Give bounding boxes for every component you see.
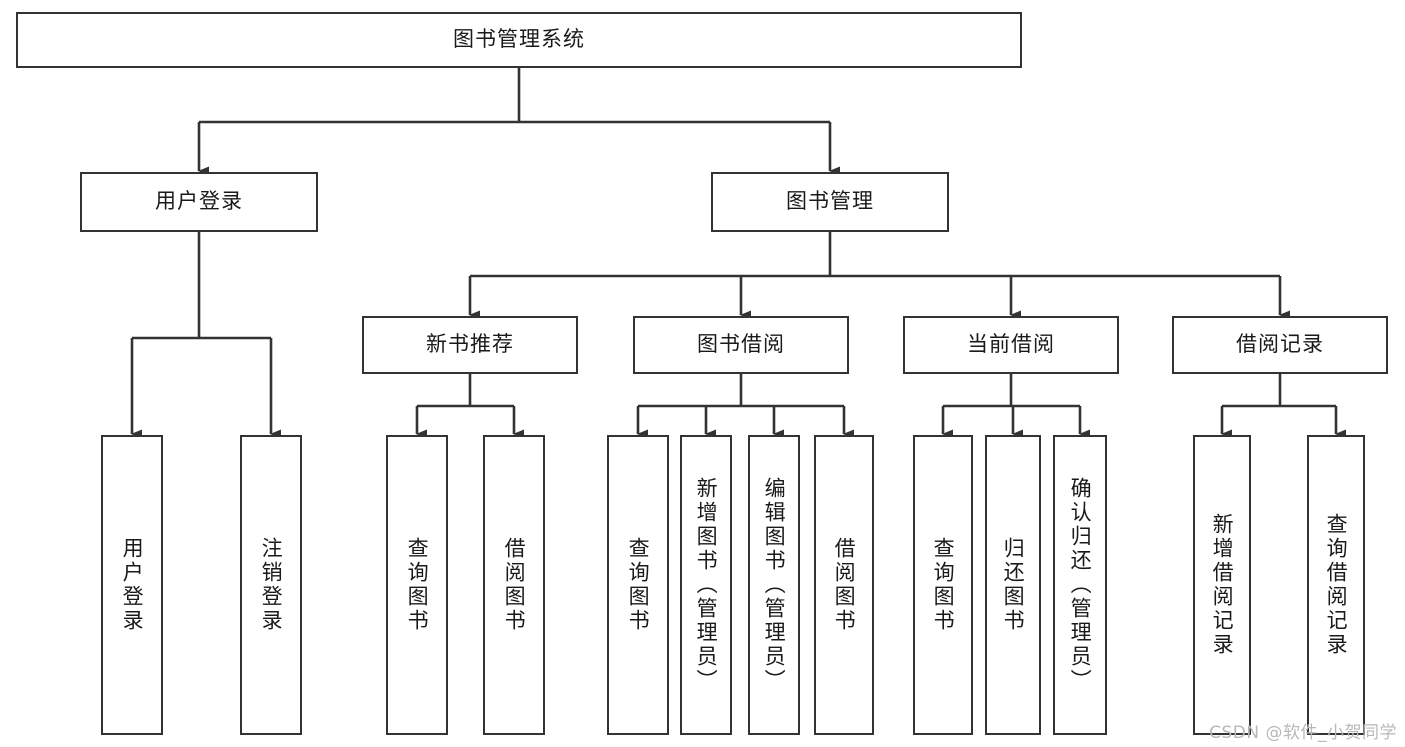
node-leaf-confirm-return-admin-label: 确认归还（管理员） (1068, 477, 1093, 693)
node-current-borrow-label: 当前借阅 (967, 332, 1055, 357)
node-leaf-query-book-borrow[interactable]: 查询图书 (607, 435, 669, 735)
node-leaf-user-login-label: 用户登录 (120, 537, 145, 633)
node-leaf-borrow-book-label: 借阅图书 (832, 537, 857, 633)
node-leaf-query-book-borrow-label: 查询图书 (626, 537, 651, 633)
node-leaf-confirm-return-admin[interactable]: 确认归还（管理员） (1053, 435, 1107, 735)
node-leaf-borrow-book-recommend-label: 借阅图书 (502, 537, 527, 633)
node-leaf-query-book-current[interactable]: 查询图书 (913, 435, 973, 735)
node-leaf-add-borrow-record-label: 新增借阅记录 (1210, 513, 1235, 657)
node-book-management-label: 图书管理 (786, 189, 874, 214)
node-leaf-return-book[interactable]: 归还图书 (985, 435, 1041, 735)
node-leaf-query-book-recommend-label: 查询图书 (405, 537, 430, 633)
node-leaf-logout-label: 注销登录 (259, 537, 284, 633)
node-leaf-logout[interactable]: 注销登录 (240, 435, 302, 735)
node-book-borrow-label: 图书借阅 (697, 332, 785, 357)
node-user-login-label: 用户登录 (155, 189, 243, 214)
node-book-borrow[interactable]: 图书借阅 (633, 316, 849, 374)
node-new-book-recommend-label: 新书推荐 (426, 332, 514, 357)
node-leaf-borrow-book[interactable]: 借阅图书 (814, 435, 874, 735)
node-book-management[interactable]: 图书管理 (711, 172, 949, 232)
node-leaf-query-book-current-label: 查询图书 (931, 537, 956, 633)
node-new-book-recommend[interactable]: 新书推荐 (362, 316, 578, 374)
node-leaf-edit-book-admin[interactable]: 编辑图书（管理员） (748, 435, 800, 735)
node-leaf-query-borrow-record-label: 查询借阅记录 (1324, 513, 1349, 657)
watermark: CSDN @软件_小贺同学 (1209, 723, 1397, 743)
node-leaf-query-borrow-record[interactable]: 查询借阅记录 (1307, 435, 1365, 735)
node-leaf-add-borrow-record[interactable]: 新增借阅记录 (1193, 435, 1251, 735)
node-current-borrow[interactable]: 当前借阅 (903, 316, 1119, 374)
node-leaf-user-login[interactable]: 用户登录 (101, 435, 163, 735)
node-root-label: 图书管理系统 (453, 27, 585, 52)
node-leaf-edit-book-admin-label: 编辑图书（管理员） (762, 477, 787, 693)
node-leaf-add-book-admin-label: 新增图书（管理员） (694, 477, 719, 693)
node-borrow-record[interactable]: 借阅记录 (1172, 316, 1388, 374)
node-user-login[interactable]: 用户登录 (80, 172, 318, 232)
node-leaf-return-book-label: 归还图书 (1001, 537, 1026, 633)
node-leaf-query-book-recommend[interactable]: 查询图书 (386, 435, 448, 735)
node-root[interactable]: 图书管理系统 (16, 12, 1022, 68)
node-borrow-record-label: 借阅记录 (1236, 332, 1324, 357)
node-leaf-add-book-admin[interactable]: 新增图书（管理员） (680, 435, 732, 735)
node-leaf-borrow-book-recommend[interactable]: 借阅图书 (483, 435, 545, 735)
